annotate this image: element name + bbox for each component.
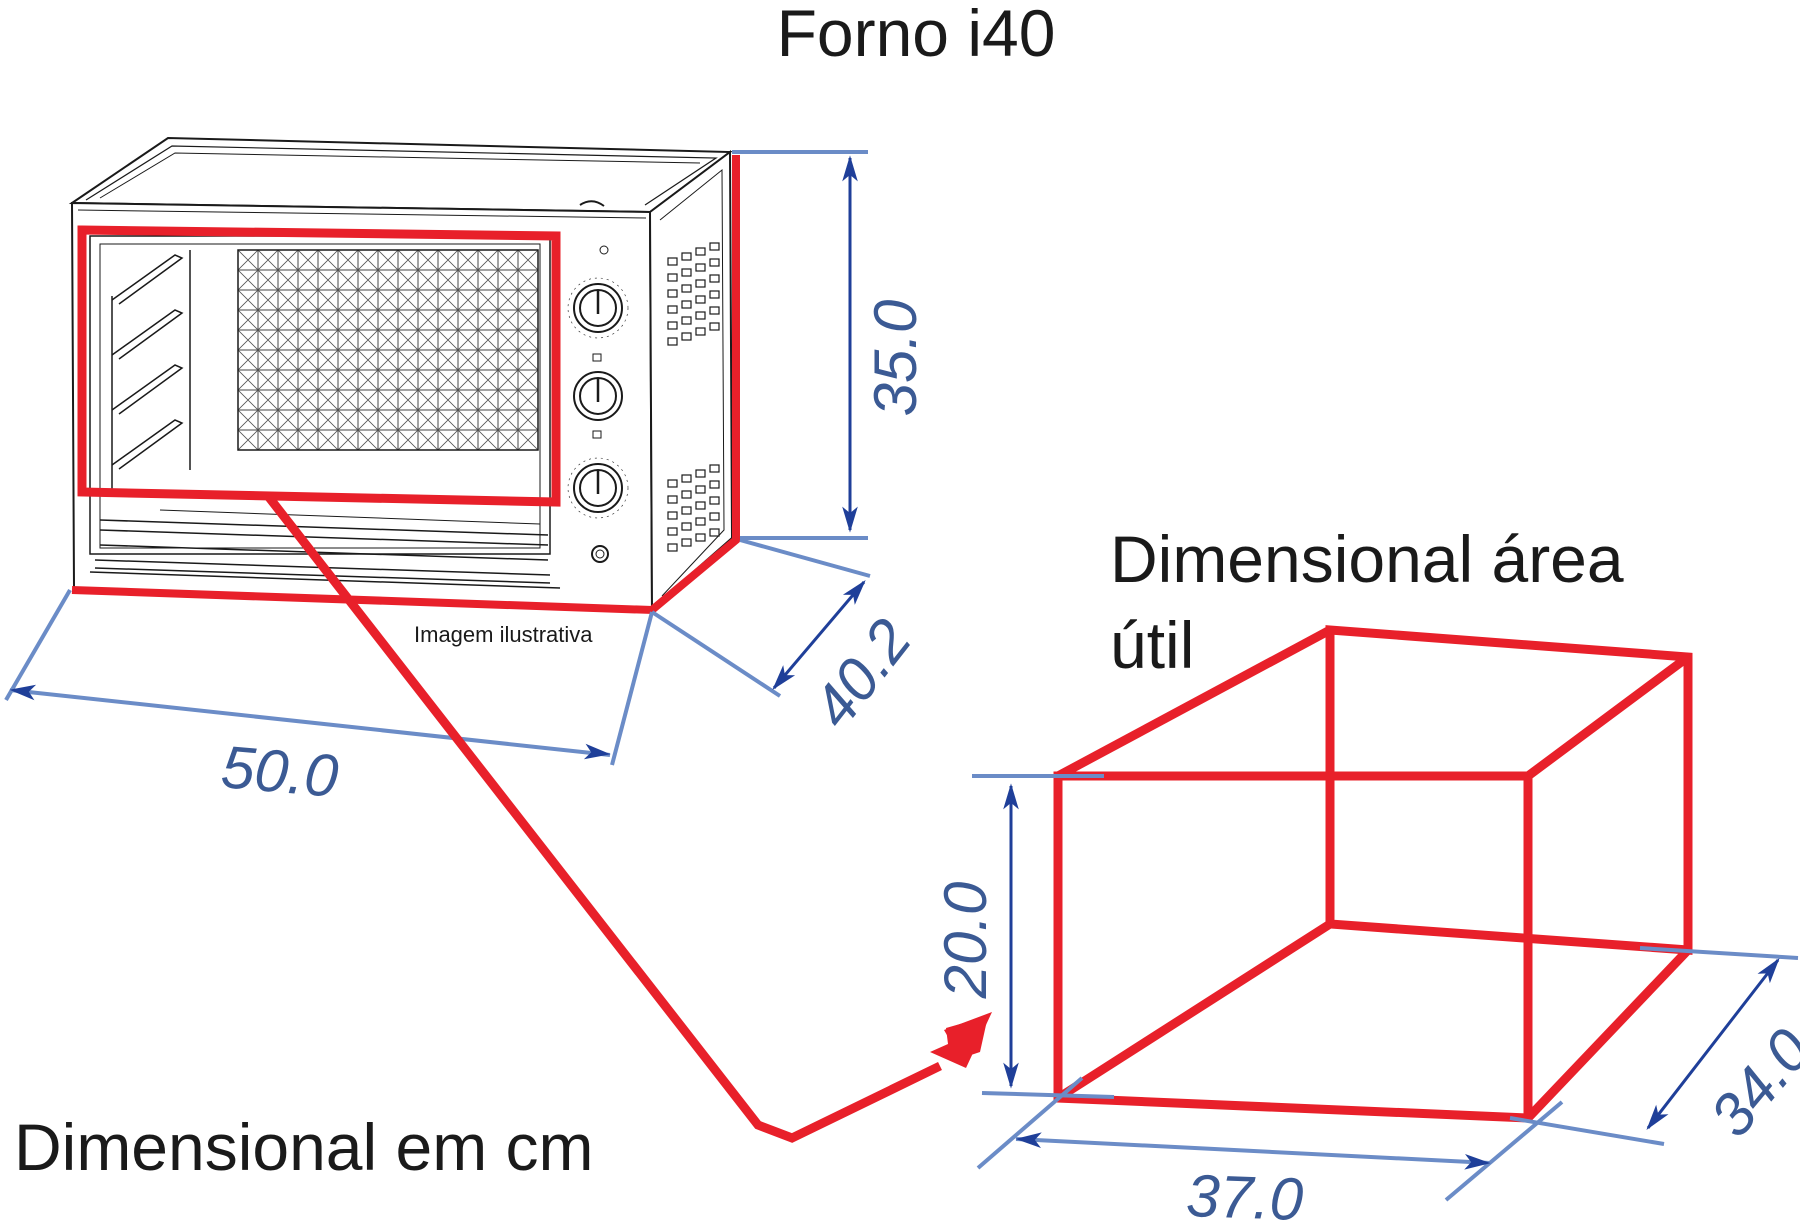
image-caption: Imagem ilustrativa xyxy=(414,622,593,647)
oven-drawing xyxy=(68,136,734,611)
useful-depth-arrow xyxy=(1646,957,1780,1131)
function-knob-icon xyxy=(573,353,623,439)
useful-height-label: 20.0 xyxy=(932,882,999,1000)
temperature-knob-icon xyxy=(567,277,629,339)
oven-top xyxy=(68,136,733,214)
oven-depth-arrow xyxy=(772,580,866,690)
useful-depth-label: 34.0 xyxy=(1697,1017,1800,1150)
oven-height-label: 35.0 xyxy=(862,300,929,417)
useful-width-label: 37.0 xyxy=(1185,1162,1304,1225)
box-back-face xyxy=(1325,625,1693,955)
useful-area-title-line1: Dimensional área xyxy=(1110,522,1624,596)
oven-width-label: 50.0 xyxy=(219,733,341,810)
rack-rails xyxy=(111,250,191,490)
oven-depth-label: 40.2 xyxy=(799,607,924,740)
timer-knob-icon xyxy=(567,457,629,519)
page-title: Forno i40 xyxy=(777,0,1056,70)
oven-dimension-lines xyxy=(4,150,871,766)
oven-grill xyxy=(237,249,539,451)
useful-width-arrow xyxy=(1015,1137,1491,1165)
units-caption: Dimensional em cm xyxy=(14,1110,594,1184)
useful-area-title-line2: útil xyxy=(1110,608,1194,682)
useful-dimension-lines xyxy=(972,774,1799,1202)
power-light-icon xyxy=(591,545,609,563)
useful-area-box xyxy=(1053,625,1693,1123)
cavity-highlight xyxy=(77,225,561,507)
pointer-line xyxy=(264,493,942,1143)
side-vents-upper xyxy=(667,242,720,346)
oven-outline-highlight xyxy=(71,155,740,615)
